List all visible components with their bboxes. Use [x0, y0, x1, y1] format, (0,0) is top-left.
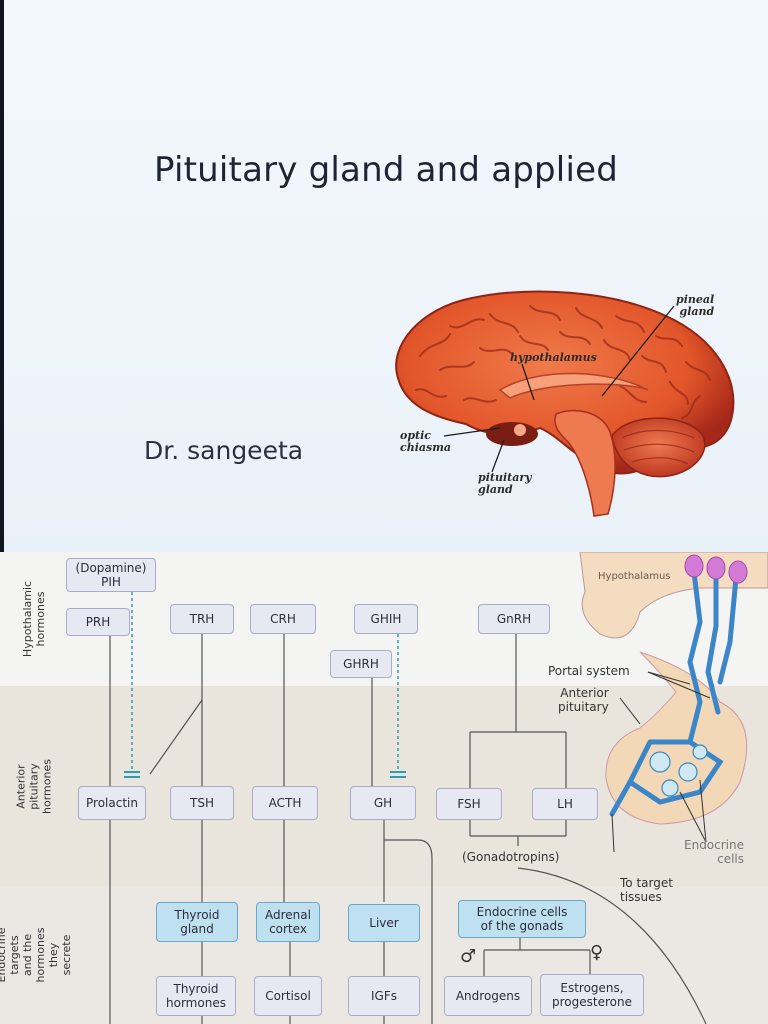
- anterior-line-1: Anterior: [560, 686, 609, 700]
- slide-title: Pituitary gland and applied: [154, 150, 618, 190]
- gonads-line-2: of the gonads: [480, 919, 564, 933]
- diagram-connectors: [109, 552, 768, 1024]
- target-line-1: To target: [620, 876, 673, 890]
- pineal-line-1: pineal: [676, 293, 715, 306]
- pineal-line-2: gland: [679, 305, 715, 318]
- gonads-line-1: Endocrine cells: [476, 905, 568, 919]
- pituitary-line-1: pituitary: [478, 471, 532, 484]
- box-ghih: GHIH: [354, 604, 418, 634]
- label-to-target-tissues: To target tissues: [620, 876, 673, 904]
- rowlabel-targets-text: Endocrine targets and the hormones they …: [0, 927, 73, 983]
- rowlabel-targets: Endocrine targets and the hormones they …: [0, 886, 73, 1024]
- box-thyroid-hormones: Thyroid hormones: [156, 976, 236, 1016]
- anterior-line-2: pituitary: [558, 700, 609, 714]
- box-prh: PRH: [66, 608, 130, 636]
- box-liver: Liver: [348, 904, 420, 942]
- title-slide: Pituitary gland and applied Dr. sangeeta: [4, 0, 768, 552]
- estrogens-line-1: Estrogens,: [560, 981, 624, 995]
- box-igfs: IGFs: [348, 976, 420, 1016]
- box-gonad-cells: Endocrine cells of the gonads: [458, 900, 586, 938]
- optic-line-2: chiasma: [400, 441, 451, 454]
- label-hypothalamus: hypothalamus: [510, 351, 597, 364]
- box-adrenal-cortex: Adrenal cortex: [256, 902, 320, 942]
- estrogens-line-2: progesterone: [552, 995, 632, 1009]
- endocrine-line-1: Endocrine: [684, 838, 744, 852]
- pih-line-2: PIH: [101, 575, 121, 589]
- label-portal-system: Portal system: [548, 664, 630, 678]
- optic-line-1: optic: [400, 429, 431, 442]
- label-pineal-gland: pineal gland: [676, 294, 714, 318]
- rowlabel-hypothalamic-text: Hypothalamic hormones: [21, 580, 48, 658]
- box-lh: LH: [532, 788, 598, 820]
- thyroid-gland-line-1: Thyroid: [174, 908, 220, 922]
- box-prolactin: Prolactin: [78, 786, 146, 820]
- rowlabel-anterior: Anterior pituitary hormones: [6, 686, 62, 886]
- box-estrogens: Estrogens, progesterone: [540, 974, 644, 1016]
- box-pih: (Dopamine) PIH: [66, 558, 156, 592]
- male-symbol: ♂: [460, 946, 477, 967]
- slide-author: Dr. sangeeta: [144, 436, 304, 465]
- pituitary-line-2: gland: [478, 483, 513, 496]
- box-ghrh: GHRH: [330, 650, 392, 678]
- thyroid-hormones-line-1: Thyroid: [173, 982, 219, 996]
- box-fsh: FSH: [436, 788, 502, 820]
- endocrine-line-2: cells: [717, 852, 744, 866]
- pih-line-1: (Dopamine): [75, 561, 147, 575]
- adrenal-line-2: cortex: [269, 922, 307, 936]
- label-anterior-pituitary: Anterior pituitary: [558, 686, 609, 714]
- box-crh: CRH: [250, 604, 316, 634]
- box-acth: ACTH: [252, 786, 318, 820]
- box-trh: TRH: [170, 604, 234, 634]
- thyroid-hormones-line-2: hormones: [166, 996, 226, 1010]
- box-gh: GH: [350, 786, 416, 820]
- label-endocrine-cells: Endocrine cells: [684, 838, 744, 866]
- box-cortisol: Cortisol: [254, 976, 322, 1016]
- label-gonadotropins: (Gonadotropins): [462, 850, 560, 864]
- label-hypothalamus-anatomy: Hypothalamus: [598, 571, 671, 582]
- hormone-diagram: Hypothalamic hormones Anterior pituitary…: [0, 552, 768, 1024]
- female-symbol: ♀: [590, 942, 604, 963]
- label-optic-chiasma: optic chiasma: [400, 430, 451, 454]
- rowlabel-anterior-text: Anterior pituitary hormones: [14, 758, 54, 814]
- target-line-2: tissues: [620, 890, 662, 904]
- adrenal-line-1: Adrenal: [265, 908, 311, 922]
- label-pituitary-gland: pituitary gland: [478, 472, 532, 496]
- box-tsh: TSH: [170, 786, 234, 820]
- box-gnrh: GnRH: [478, 604, 550, 634]
- box-androgens: Androgens: [444, 976, 532, 1016]
- thyroid-gland-line-2: gland: [180, 922, 214, 936]
- brain-pointer-lines: [443, 305, 675, 473]
- box-thyroid-gland: Thyroid gland: [156, 902, 238, 942]
- rowlabel-hypothalamic: Hypothalamic hormones: [6, 552, 62, 686]
